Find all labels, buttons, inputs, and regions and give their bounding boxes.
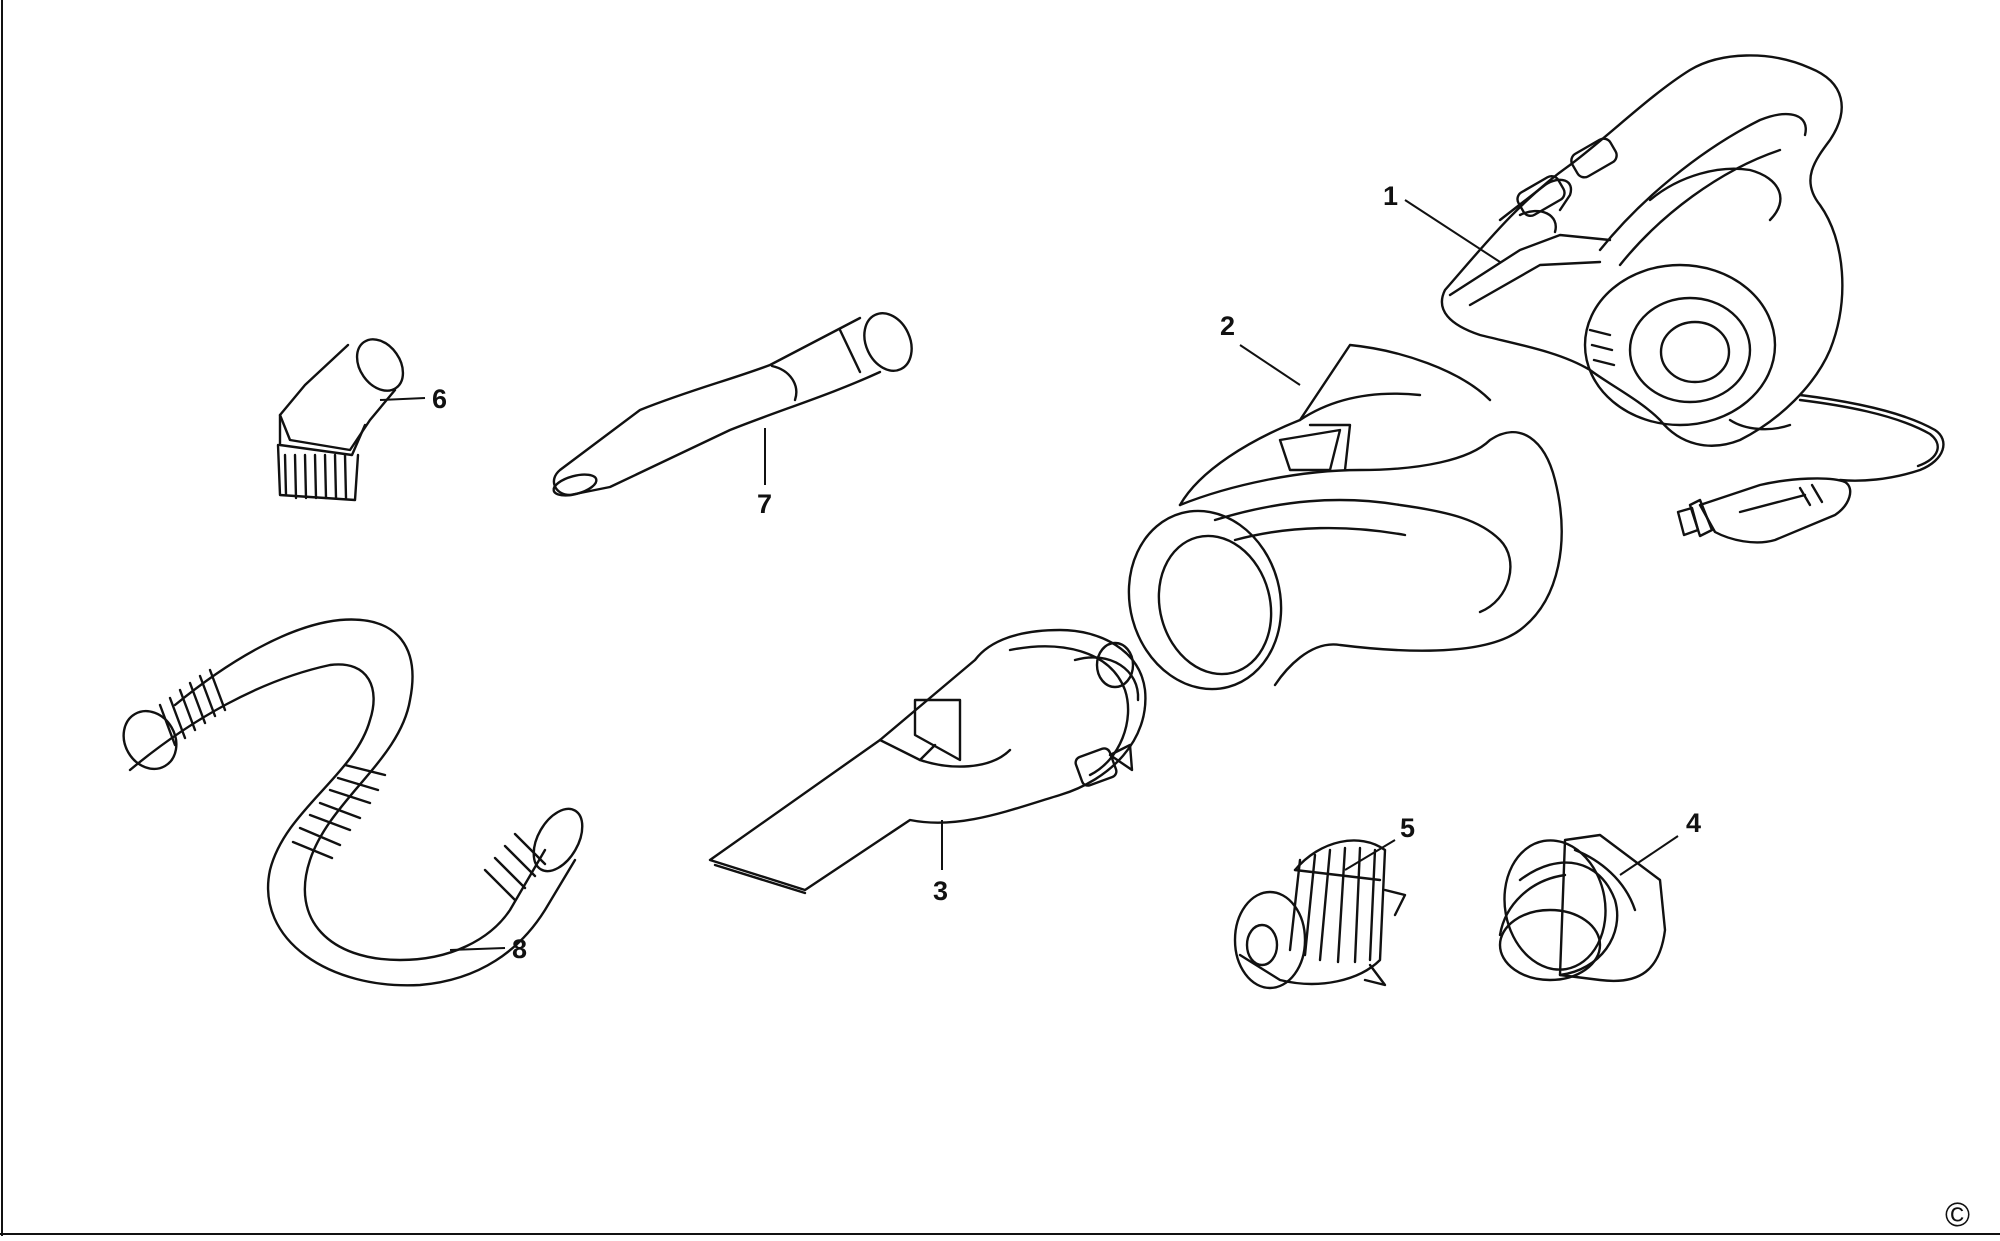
leader-line-part-4 [1619,835,1679,876]
leader-line-part-2 [1239,344,1301,386]
callout-part-4: 4 [1686,808,1701,838]
part-7-extension-tool [552,312,913,497]
leader-line-part-6 [379,397,426,401]
callout-part-3: 3 [933,876,948,906]
copyright-symbol: © [1945,1196,1970,1234]
callout-part-8: 8 [512,934,527,964]
part-6-dusting-brush [276,338,405,502]
part-3-crevice-nozzle [708,628,1147,895]
callout-part-7: 7 [757,489,772,519]
part-8-flexible-hose [122,618,584,987]
callout-part-6: 6 [432,384,447,414]
leader-line-part-5 [1344,839,1396,871]
leader-line-part-8 [449,947,506,951]
callout-part-2: 2 [1220,311,1235,341]
part-1-vacuum-body [1440,54,1945,544]
part-4-filter-housing [1498,833,1667,983]
part-2-dust-bowl [1127,343,1563,691]
leader-line-part-1 [1404,199,1501,263]
callout-part-5: 5 [1400,813,1415,843]
part-5-pleated-filter [1233,839,1407,990]
callout-part-1: 1 [1383,181,1398,211]
